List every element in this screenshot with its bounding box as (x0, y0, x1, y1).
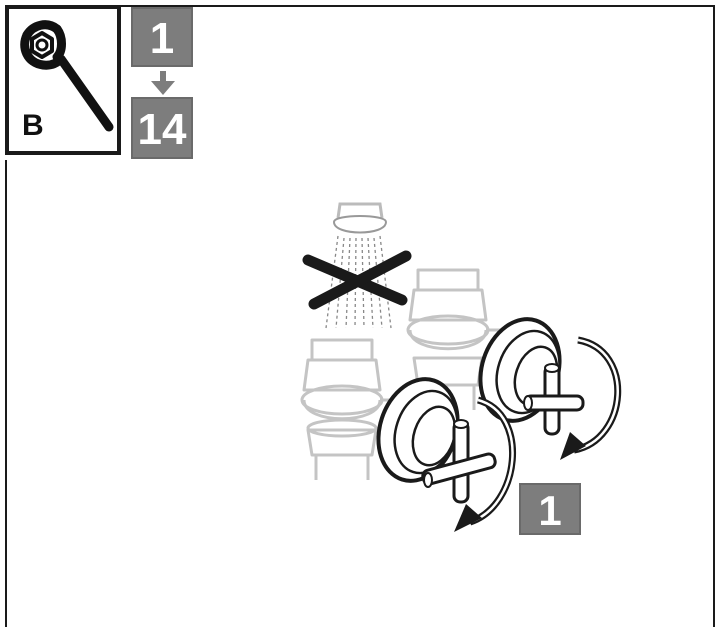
callout-number-box: 1 (519, 483, 581, 535)
frame-right-border (713, 5, 715, 627)
rotate-arrow-left-icon (454, 396, 517, 532)
frame-top-border (5, 5, 715, 7)
shower-head-icon (325, 202, 392, 329)
prohibited-cross-icon (302, 250, 412, 310)
tool-panel: B (5, 5, 121, 155)
rotate-arrow-right-icon (560, 336, 622, 460)
valve-illustration (300, 202, 622, 532)
step-from-box: 1 (131, 7, 193, 67)
left-valve (376, 377, 497, 504)
wrench-icon (20, 20, 114, 132)
tool-letter: B (22, 109, 44, 142)
frame-left-border (5, 160, 7, 627)
step-to-box: 14 (131, 97, 193, 159)
right-valve (478, 317, 585, 436)
arrow-down-icon (151, 71, 175, 95)
